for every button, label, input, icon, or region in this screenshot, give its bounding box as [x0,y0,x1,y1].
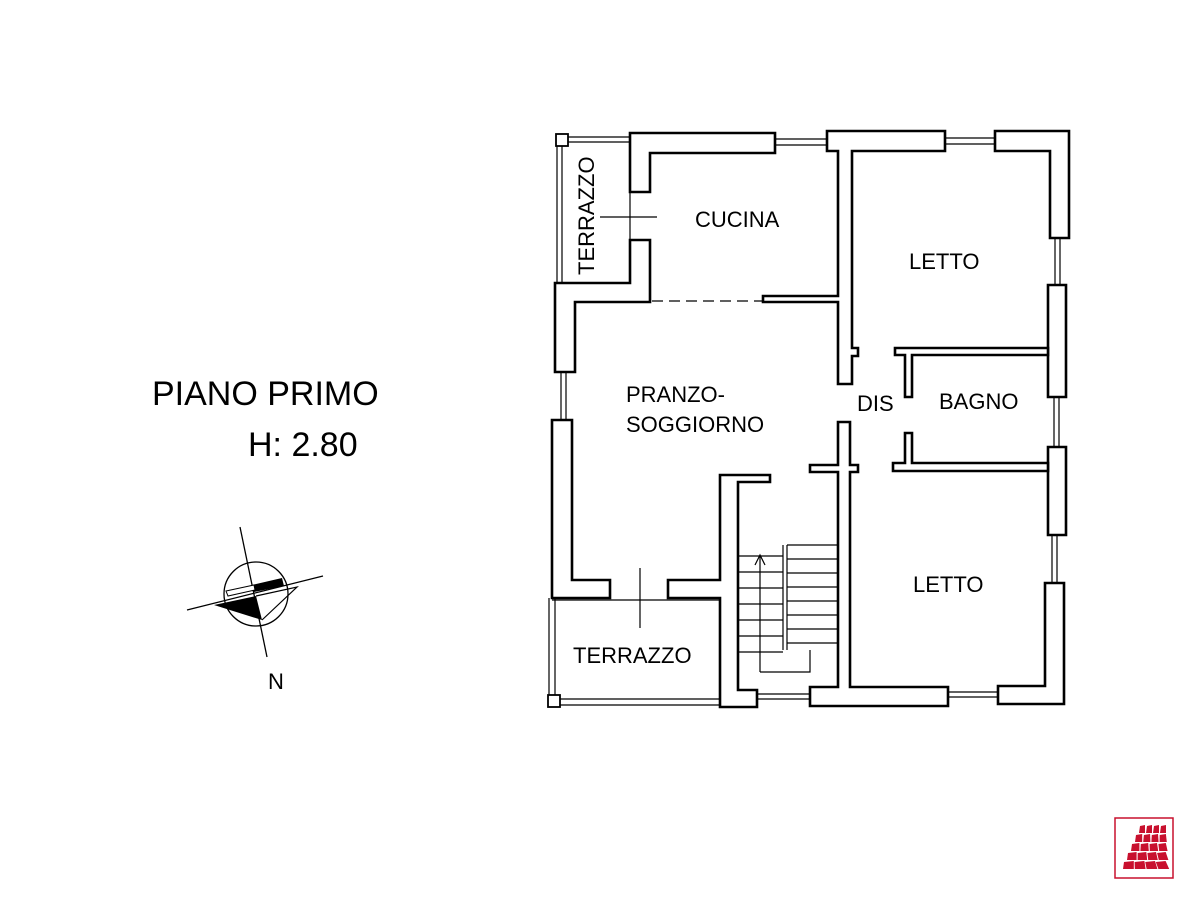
room-label-letto-bottom: LETTO [913,572,984,597]
logo-tile [1159,834,1167,842]
logo-tile [1147,852,1158,860]
logo-tile [1143,834,1151,842]
logo-tile [1140,843,1149,851]
logo-tile [1139,825,1145,833]
staircase [738,544,838,673]
compass-icon: N [186,526,324,694]
logo-tile [1146,825,1152,833]
logo-tile [1157,852,1169,860]
logo-tile [1160,825,1166,833]
room-label-pranzo: PRANZO- [626,382,725,407]
logo-tile [1123,861,1134,869]
room-label-letto-top: LETTO [909,249,980,274]
logo-tile [1135,834,1143,842]
logo-tile [1127,852,1137,860]
room-label-terrazzo-top: TERRAZZO [574,156,599,275]
logo-tile [1145,861,1158,869]
floor-title: PIANO PRIMO [152,375,379,413]
ceiling-height: H: 2.80 [248,426,358,464]
room-label-soggiorno: SOGGIORNO [626,412,764,437]
logo-tile [1151,834,1159,842]
agency-logo [1114,817,1174,879]
logo-tile [1137,852,1148,860]
logo-tile [1155,861,1170,869]
logo-tile [1131,843,1140,851]
room-label-cucina: CUCINA [695,207,780,232]
windows [548,136,1061,706]
logo-tile [1153,825,1159,833]
room-label-dis: DIS [857,391,894,416]
logo-tile [1134,861,1146,869]
room-label-bagno: BAGNO [939,389,1018,414]
logo-tile [1158,843,1168,851]
logo-tile [1149,843,1159,851]
room-label-terrazzo-bottom: TERRAZZO [573,643,692,668]
north-label: N [268,669,284,694]
